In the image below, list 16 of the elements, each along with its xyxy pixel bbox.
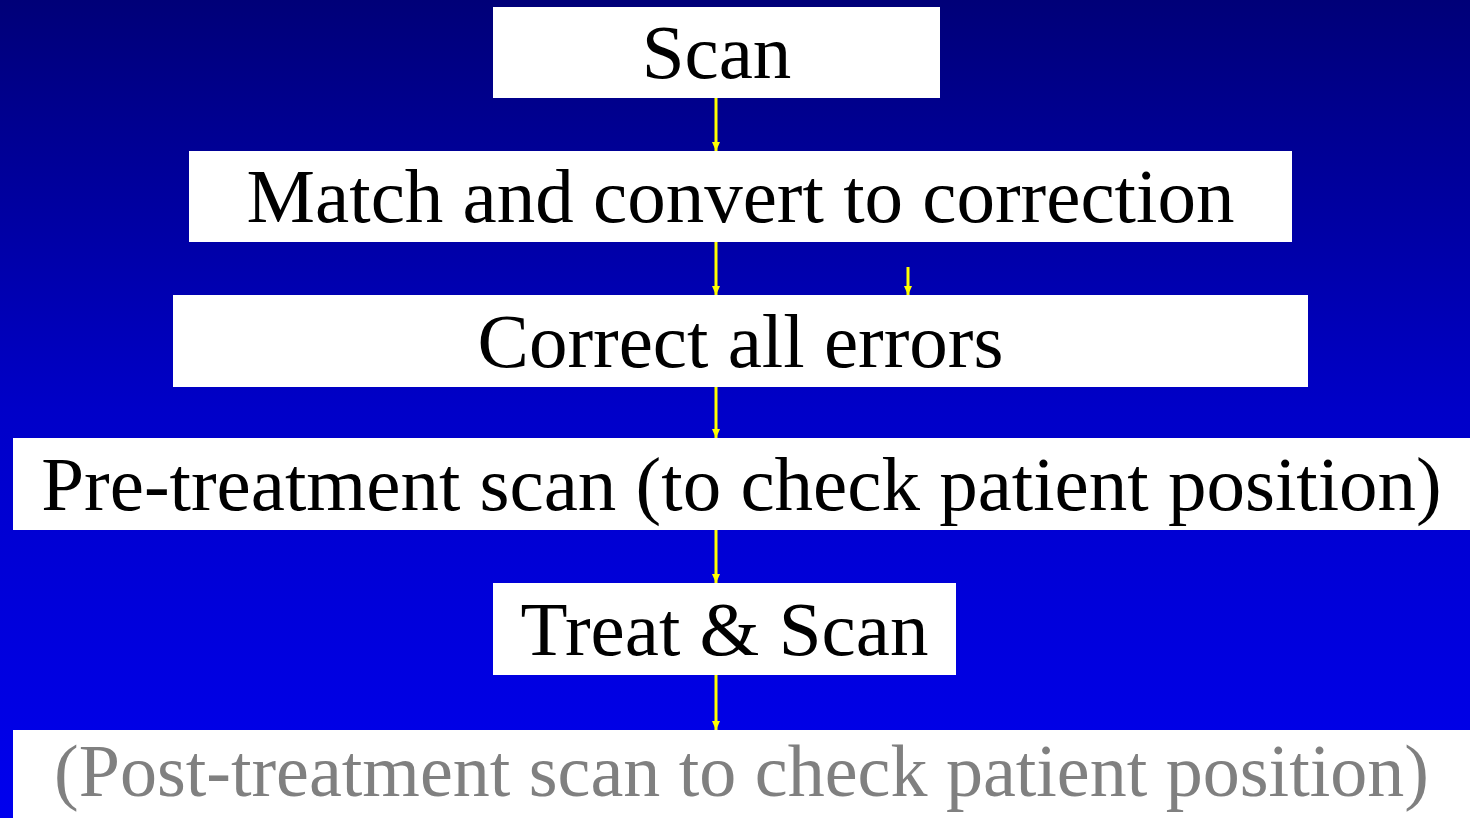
arrow: [712, 242, 720, 295]
arrow: [712, 675, 720, 730]
step-label: Match and convert to correction: [246, 158, 1235, 235]
process-box: [493, 7, 940, 98]
process-box: [493, 583, 956, 675]
process-box: [13, 438, 1470, 530]
step-label: Treat & Scan: [520, 590, 929, 668]
process-box: [173, 295, 1308, 387]
process-box: [189, 151, 1292, 242]
arrow: [904, 267, 912, 295]
arrow: [712, 387, 720, 438]
arrow: [712, 530, 720, 583]
step-label: Scan: [641, 14, 792, 91]
process-box: [13, 730, 1470, 818]
step-label: Correct all errors: [477, 302, 1004, 380]
arrow: [712, 98, 720, 151]
